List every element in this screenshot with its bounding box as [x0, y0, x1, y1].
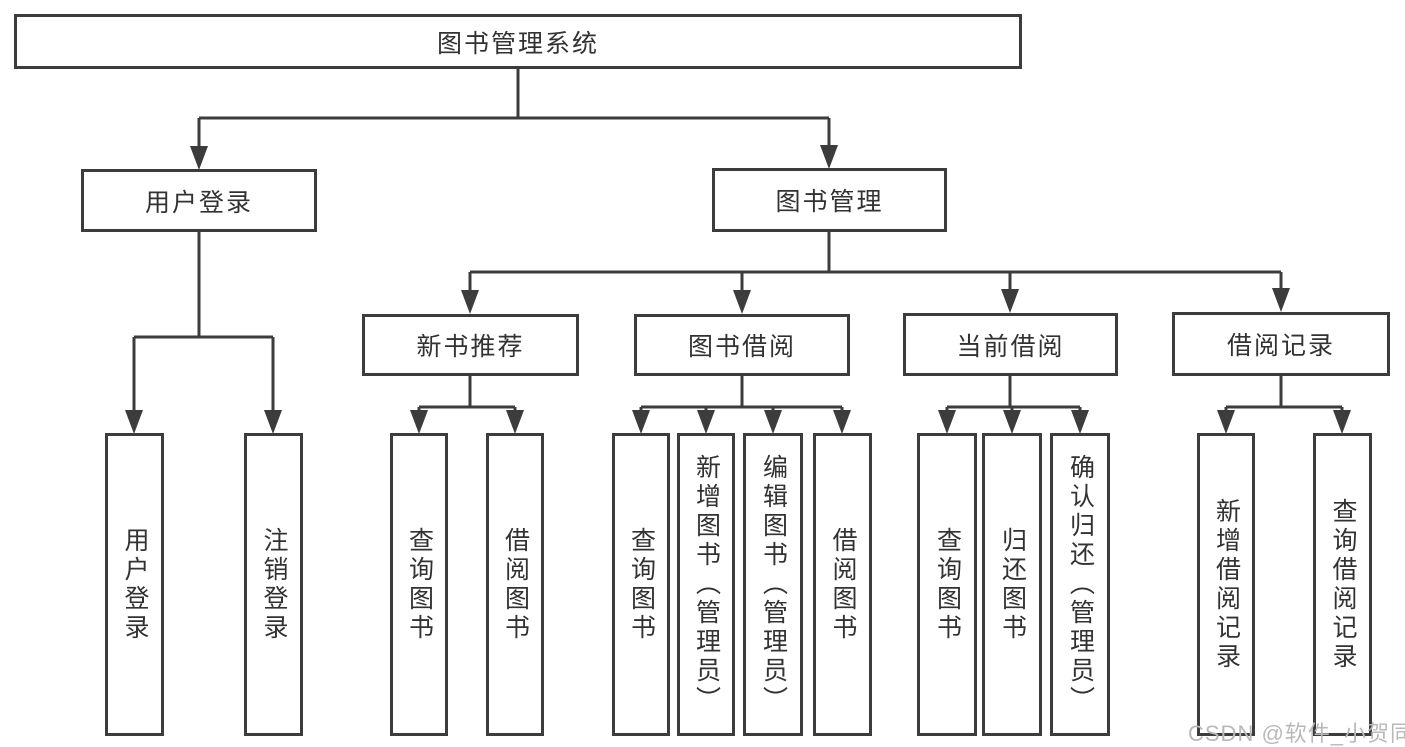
- leaf-borrow-books-recommend: 借阅图书: [486, 433, 544, 736]
- node-new-book-recommendation: 新书推荐: [362, 314, 579, 376]
- node-book-borrowing: 图书借阅: [634, 314, 850, 376]
- leaf-confirm-return-admin: 确认归还（管理员）: [1050, 433, 1110, 736]
- watermark: CSDN @软件_小贺同学: [1188, 721, 1405, 746]
- leaf-query-borrow-record: 查询借阅记录: [1313, 433, 1372, 736]
- leaf-edit-book-admin: 编辑图书（管理员）: [743, 433, 803, 736]
- leaf-borrow-books: 借阅图书: [813, 433, 872, 736]
- leaf-user-login: 用户登录: [105, 433, 164, 736]
- node-current-borrowing: 当前借阅: [903, 313, 1118, 376]
- leaf-return-book: 归还图书: [982, 433, 1042, 736]
- leaf-add-borrow-record: 新增借阅记录: [1197, 433, 1255, 736]
- node-book-management: 图书管理: [712, 168, 947, 232]
- leaf-logout: 注销登录: [244, 433, 303, 736]
- node-user-login: 用户登录: [81, 169, 317, 232]
- leaf-query-books-current: 查询图书: [917, 433, 977, 736]
- node-borrowing-records: 借阅记录: [1172, 312, 1390, 376]
- node-library-management-system: 图书管理系统: [14, 14, 1022, 69]
- leaf-query-books-recommend: 查询图书: [390, 433, 448, 736]
- leaf-add-book-admin: 新增图书（管理员）: [677, 433, 735, 736]
- leaf-query-books-borrowing: 查询图书: [612, 433, 670, 736]
